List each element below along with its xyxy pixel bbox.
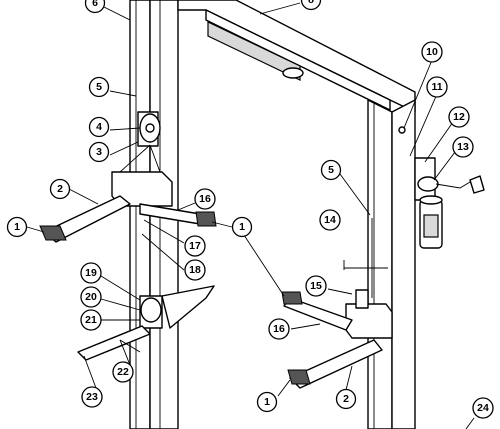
left-lower-arm <box>77 285 215 361</box>
svg-text:1: 1 <box>239 221 245 233</box>
callout-5-right: 5 <box>320 159 342 181</box>
callout-4: 4 <box>88 116 110 138</box>
top-crossbeam <box>177 0 416 113</box>
left-lower-carriage <box>139 295 163 329</box>
leader-lines <box>26 2 475 429</box>
svg-text:22: 22 <box>117 366 129 378</box>
svg-text:23: 23 <box>86 391 98 403</box>
svg-text:2: 2 <box>57 183 63 195</box>
svg-text:11: 11 <box>431 81 442 93</box>
callout-17: 17 <box>184 235 206 257</box>
svg-text:1: 1 <box>264 396 270 408</box>
svg-text:8: 8 <box>308 0 314 6</box>
callout-12: 12 <box>448 106 470 128</box>
callout-8: 8 <box>300 0 322 11</box>
callout-1-mid: 1 <box>231 216 253 238</box>
svg-text:16: 16 <box>273 323 285 335</box>
callout-19: 19 <box>80 262 102 284</box>
svg-text:24: 24 <box>477 402 489 414</box>
svg-text:5: 5 <box>96 81 102 93</box>
callout-1-left: 1 <box>6 216 28 238</box>
callout-24: 24 <box>472 397 494 419</box>
callout-10: 10 <box>421 41 443 63</box>
right-upper-arm <box>281 291 353 331</box>
right-lower-arm <box>287 339 383 389</box>
callout-16-upper: 16 <box>194 188 216 210</box>
svg-text:14: 14 <box>324 214 336 226</box>
svg-text:5: 5 <box>328 164 334 176</box>
callout-20: 20 <box>80 286 102 308</box>
callout-22: 22 <box>112 361 134 383</box>
svg-text:13: 13 <box>457 141 469 153</box>
svg-text:4: 4 <box>96 121 102 133</box>
left-rear-arm <box>139 203 217 227</box>
svg-text:17: 17 <box>189 240 201 252</box>
svg-text:3: 3 <box>96 146 102 158</box>
callout-5-left: 5 <box>88 76 110 98</box>
svg-text:19: 19 <box>85 267 97 279</box>
callout-1-lower: 1 <box>256 391 278 413</box>
power-unit <box>414 157 485 249</box>
callout-23: 23 <box>81 386 103 408</box>
left-front-arm <box>39 195 131 243</box>
callout-11: 11 <box>426 76 448 98</box>
svg-text:18: 18 <box>189 264 201 276</box>
svg-text:20: 20 <box>85 291 97 303</box>
svg-text:6: 6 <box>92 0 98 9</box>
svg-text:1: 1 <box>14 221 20 233</box>
svg-text:2: 2 <box>343 393 349 405</box>
svg-text:16: 16 <box>199 193 211 205</box>
svg-text:12: 12 <box>453 111 465 123</box>
svg-text:15: 15 <box>310 280 322 292</box>
callout-21: 21 <box>80 309 102 331</box>
svg-text:10: 10 <box>426 46 438 58</box>
callout-2-left: 2 <box>49 178 71 200</box>
callout-3: 3 <box>88 141 110 163</box>
callout-16-lower: 16 <box>268 318 290 340</box>
callout-2-lower: 2 <box>335 388 357 410</box>
right-carriage <box>344 218 393 339</box>
callout-18: 18 <box>184 259 206 281</box>
callout-15: 15 <box>305 275 327 297</box>
right-column <box>367 99 416 429</box>
callout-13: 13 <box>452 136 474 158</box>
svg-text:21: 21 <box>85 314 97 326</box>
callout-6: 6 <box>84 0 106 14</box>
callout-14: 14 <box>319 209 341 231</box>
